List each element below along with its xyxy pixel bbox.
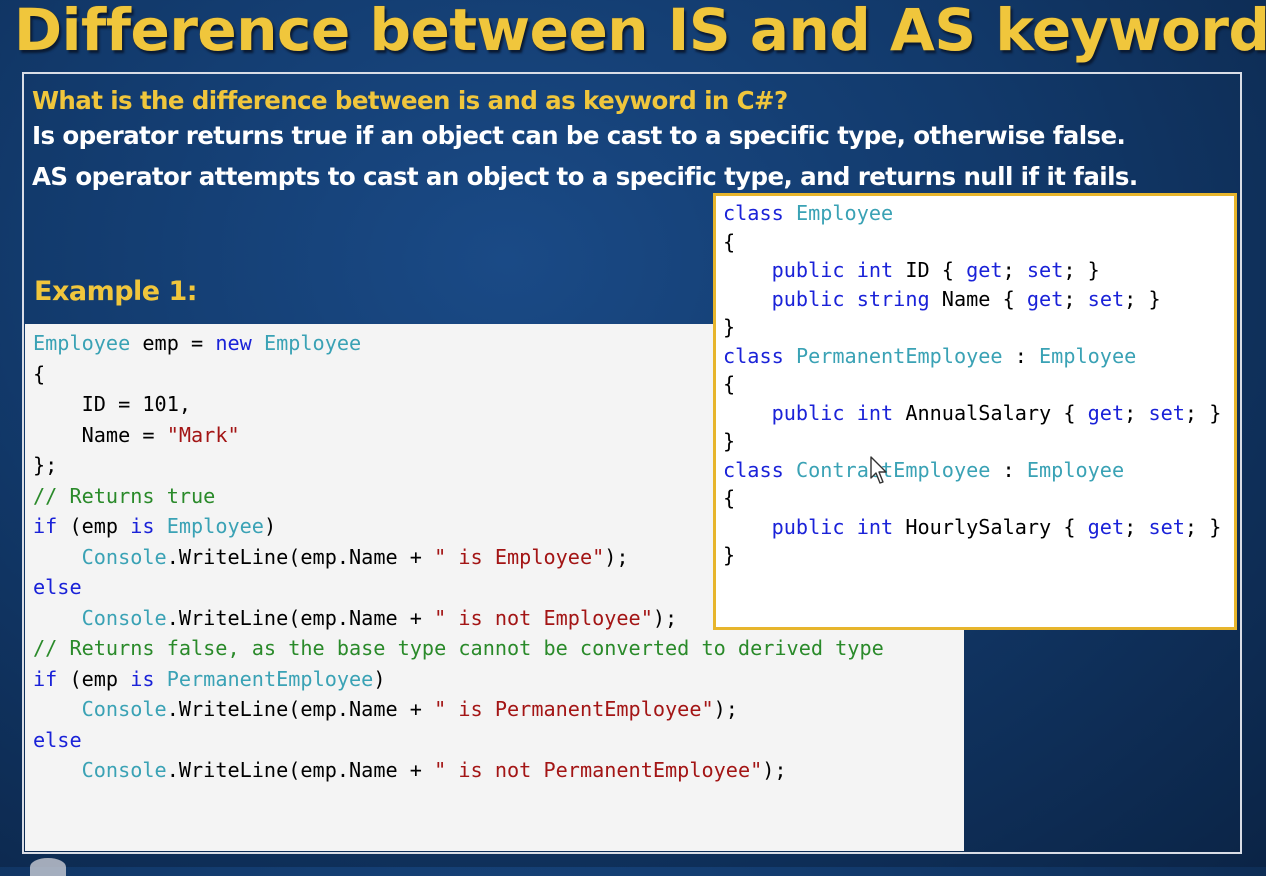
code-line: public string Name { get; set; } <box>771 286 1161 311</box>
code-line: else <box>33 727 82 752</box>
code-line: public int AnnualSalary { get; set; } <box>771 400 1222 425</box>
code-line: } <box>723 315 736 339</box>
as-operator-description: AS operator attempts to cast an object t… <box>32 162 1138 191</box>
code-line: { <box>723 229 736 254</box>
slide-title: Difference between IS and AS keywords <box>14 0 1266 64</box>
example-label: Example 1: <box>34 276 198 307</box>
code-line: ID = 101, <box>33 392 192 416</box>
code-line: Console.WriteLine(emp.Name + " is Employ… <box>81 544 629 569</box>
corner-mark <box>30 858 66 876</box>
code-line: else <box>33 575 82 599</box>
class-definitions-panel: class Employee { public int ID { get; se… <box>713 193 1237 630</box>
code-line: { <box>33 361 46 386</box>
code-line: if (emp is PermanentEmployee) <box>33 666 386 691</box>
code-line: if (emp is Employee) <box>33 514 277 538</box>
code-line: public int ID { get; set; } <box>771 258 1100 282</box>
code-line: } <box>723 543 736 567</box>
code-line: Name = "Mark" <box>33 422 240 447</box>
mouse-pointer-icon <box>870 456 887 484</box>
code-comment: // Returns false, as the base type canno… <box>33 636 884 660</box>
code-line: public int HourlySalary { get; set; } <box>771 514 1222 539</box>
code-line: { <box>723 372 736 396</box>
code-line: } <box>723 429 736 453</box>
code-line: Console.WriteLine(emp.Name + " is not Em… <box>81 605 678 630</box>
code-line: class PermanentEmployee : Employee <box>723 343 1137 368</box>
is-operator-description: Is operator returns true if an object ca… <box>32 121 1126 150</box>
code-comment: // Returns true <box>33 483 216 508</box>
content-frame <box>22 72 1242 854</box>
code-line: }; <box>33 453 58 477</box>
code-line: { <box>723 486 736 510</box>
code-line: Console.WriteLine(emp.Name + " is not Pe… <box>81 758 787 782</box>
code-line: Console.WriteLine(emp.Name + " is Perman… <box>81 697 738 721</box>
question-text: What is the difference between is and as… <box>32 86 788 115</box>
code-line: class Employee <box>723 201 894 225</box>
code-line: class ContractEmployee : Employee <box>723 457 1125 482</box>
code-line: Employee emp = new Employee <box>33 331 362 355</box>
